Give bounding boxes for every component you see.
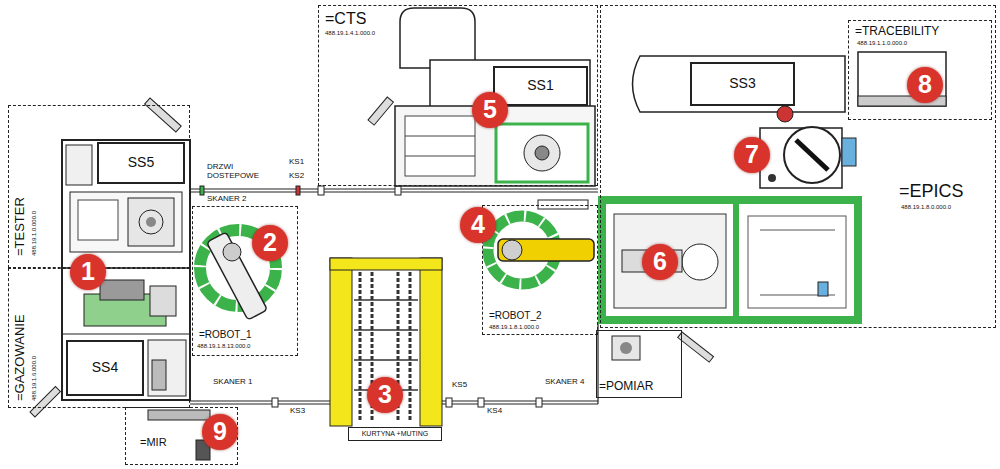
station-name: KURTYNA +MUTING bbox=[362, 430, 429, 438]
station-name: SS3 bbox=[729, 76, 755, 91]
part-label: KS5 bbox=[452, 381, 467, 390]
station-name: =ROBOT_1 bbox=[199, 329, 252, 340]
marking-device bbox=[760, 106, 856, 188]
part-label: KS2 bbox=[289, 172, 304, 181]
part-label: SKANER 1 bbox=[213, 378, 253, 387]
callout-number: 1 bbox=[70, 254, 106, 290]
robot-1 bbox=[200, 230, 276, 320]
station-name: =EPICS bbox=[899, 182, 964, 202]
traceability-device bbox=[858, 52, 946, 106]
station-code: 488.19.1.6.000.0 bbox=[31, 356, 38, 401]
cabinet-box: SS4 bbox=[66, 340, 144, 396]
station-name: =CTS bbox=[325, 10, 366, 28]
station-region: =TESTER 488.19.1.0.000.0 SS5 bbox=[8, 105, 190, 268]
station-name: =TESTER bbox=[13, 197, 27, 256]
callout-number: 3 bbox=[367, 377, 403, 413]
callout-number: 9 bbox=[202, 414, 238, 450]
safety-fence bbox=[190, 189, 598, 404]
robot-region: =ROBOT_2 488.19.1.8.1.000.0 bbox=[482, 205, 598, 335]
callout-number: 6 bbox=[642, 244, 678, 280]
ss3-housing bbox=[633, 56, 846, 112]
measurement-device bbox=[612, 332, 714, 362]
station-name: =ROBOT_2 bbox=[489, 310, 542, 321]
station-code: 488.19.1.8.13.000.0 bbox=[197, 343, 250, 350]
station-code: 488.19.1.0.000.0 bbox=[31, 211, 38, 256]
cabinet-box: SS5 bbox=[97, 142, 185, 184]
part-label: SKANER 2 bbox=[207, 195, 247, 204]
station-region: =EPICS 488.19.1.8.0.000.0 SS3 =TRACEBILITY 4… bbox=[600, 5, 996, 328]
robot-2 bbox=[488, 200, 594, 284]
station-name: =MIR bbox=[140, 436, 167, 448]
part-label: KS1 bbox=[289, 158, 304, 167]
callout-number: 2 bbox=[252, 225, 288, 261]
station-region: =CTS 488.19.1.4.1.000.0SS1 bbox=[318, 5, 598, 186]
station-code: 488.19.1.1.0.000.0 bbox=[857, 40, 907, 47]
cts-machine bbox=[368, 8, 595, 186]
light-curtain bbox=[330, 258, 442, 426]
part-label: KS3 bbox=[290, 407, 305, 416]
tester-machine bbox=[30, 98, 190, 417]
station-region: =MIR bbox=[125, 407, 238, 465]
callout-number: 4 bbox=[460, 207, 496, 243]
label-box: KURTYNA +MUTING bbox=[348, 427, 442, 441]
robot-region: =ROBOT_1 488.19.1.8.13.000.0 bbox=[192, 206, 298, 356]
station-box: =POMIAR bbox=[596, 330, 682, 398]
mobile-robot bbox=[148, 410, 210, 460]
station-name: =GAZOWANIE bbox=[13, 314, 27, 401]
station-code: 488.19.1.8.1.000.0 bbox=[489, 324, 539, 331]
station-region: =GAZOWANIE 488.19.1.6.000.0 SS4 bbox=[8, 268, 190, 408]
station-code: 488.19.1.4.1.000.0 bbox=[325, 30, 375, 37]
callout-number: 8 bbox=[907, 67, 943, 103]
part-label: SKANER 4 bbox=[545, 378, 585, 387]
part-label: DRZWI DOSTEPOWE bbox=[207, 163, 263, 181]
station-code: 488.19.1.8.0.000.0 bbox=[901, 204, 951, 211]
station-name: SS1 bbox=[527, 78, 553, 93]
cabinet-box: SS3 bbox=[690, 62, 795, 106]
station-name: SS5 bbox=[128, 155, 154, 170]
station-region: =TRACEBILITY 488.19.1.1.0.000.0 bbox=[848, 20, 992, 120]
cabinet-box: SS1 bbox=[493, 66, 588, 106]
station-name: SS4 bbox=[92, 360, 118, 375]
epics-station bbox=[602, 200, 858, 320]
callout-number: 7 bbox=[734, 137, 770, 173]
station-name: =POMIAR bbox=[599, 380, 653, 393]
station-name: =TRACEBILITY bbox=[855, 25, 939, 38]
part-label: KS4 bbox=[487, 407, 502, 416]
